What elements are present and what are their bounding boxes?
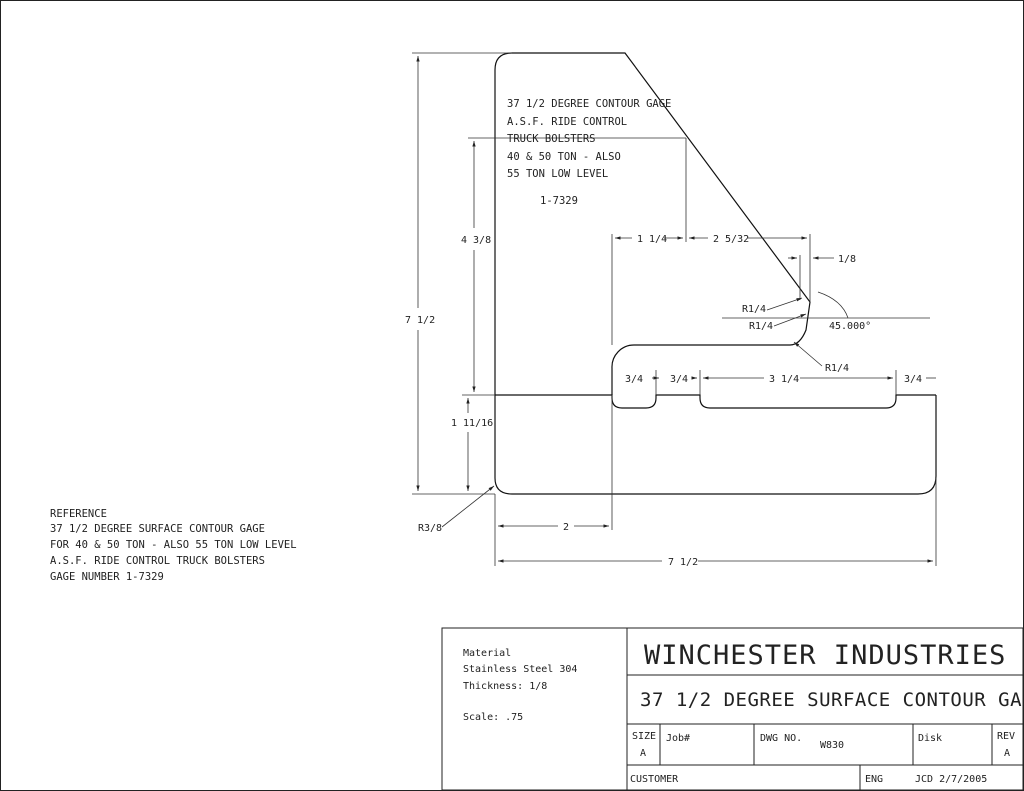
part-note-line-3: TRUCK BOLSTERS xyxy=(507,133,596,145)
reference-line-2: 37 1/2 DEGREE SURFACE CONTOUR GAGE xyxy=(50,523,265,535)
job-label: Job# xyxy=(666,733,690,744)
dim-slot-offset: 2 xyxy=(563,522,569,533)
leader-r1 xyxy=(766,297,803,311)
gage-notch-profile xyxy=(495,394,936,409)
rev-label: REV xyxy=(997,731,1015,742)
dim-notch-1: 3/4 xyxy=(625,374,643,385)
dim-notch-2: 3/4 xyxy=(670,374,688,385)
dwg-value: W830 xyxy=(820,740,844,751)
dim-span: 3 1/4 xyxy=(769,374,799,385)
dim-lower-height: 1 11/16 xyxy=(451,418,493,429)
reference-line-5: GAGE NUMBER 1-7329 xyxy=(50,571,164,583)
size-value: A xyxy=(640,748,646,759)
angle-arc xyxy=(817,291,849,319)
material-value: Stainless Steel 304 xyxy=(463,664,577,675)
dim-corner-radius: R3/8 xyxy=(418,523,442,534)
drawing-title: 37 1/2 DEGREE SURFACE CONTOUR GAGE xyxy=(640,689,1024,711)
reference-line-3: FOR 40 & 50 TON - ALSO 55 TON LOW LEVEL xyxy=(50,539,297,551)
gage-outline xyxy=(494,52,937,495)
eng-label: ENG xyxy=(865,774,883,785)
part-note-line-2: A.S.F. RIDE CONTROL xyxy=(507,116,627,128)
dim-radius-b: R1/4 xyxy=(749,321,773,332)
material-label: Material xyxy=(463,648,511,659)
dim-radius-a: R1/4 xyxy=(742,304,766,315)
size-label: SIZE xyxy=(632,731,656,742)
dim-radius-c: R1/4 xyxy=(825,363,849,374)
dim-upper-height: 4 3/8 xyxy=(461,235,491,246)
customer-label: CUSTOMER xyxy=(630,774,679,785)
title-block-frame xyxy=(441,627,1024,791)
disk-label: Disk xyxy=(918,733,942,744)
title-block: Material Stainless Steel 304 Thickness: … xyxy=(441,627,1024,791)
rev-value: A xyxy=(1004,748,1010,759)
reference-line-1: REFERENCE xyxy=(50,508,107,520)
part-number: 1-7329 xyxy=(540,195,578,207)
leader-r3 xyxy=(793,341,823,367)
dim-notch-3: 3/4 xyxy=(904,374,922,385)
dim-angle: 45.000° xyxy=(829,321,871,332)
thickness-value: Thickness: 1/8 xyxy=(463,681,547,692)
leader-r2 xyxy=(773,313,807,327)
part-note-line-4: 40 & 50 TON - ALSO xyxy=(507,151,621,163)
dim-overall-width: 7 1/2 xyxy=(668,557,698,568)
company-name: WINCHESTER INDUSTRIES INC. xyxy=(644,640,1024,671)
part-note-line-1: 37 1/2 DEGREE CONTOUR GAGE xyxy=(507,98,671,110)
dwg-label: DWG NO. xyxy=(760,733,802,744)
leader-r4 xyxy=(441,485,495,528)
dim-ramp-width: 2 5/32 xyxy=(713,234,749,245)
part-note-line-5: 55 TON LOW LEVEL xyxy=(507,168,608,180)
dim-overall-height: 7 1/2 xyxy=(405,315,435,326)
dim-lip: 1/8 xyxy=(838,254,856,265)
reference-line-4: A.S.F. RIDE CONTROL TRUCK BOLSTERS xyxy=(50,555,265,567)
scale-value: Scale: .75 xyxy=(463,712,523,723)
eng-value: JCD 2/7/2005 xyxy=(915,774,987,785)
dim-step-width: 1 1/4 xyxy=(637,234,667,245)
